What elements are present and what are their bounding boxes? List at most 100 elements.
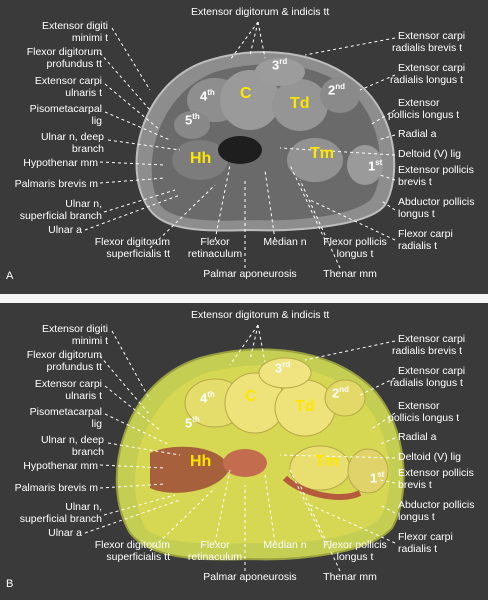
bone-a-hamate: Hh (190, 150, 212, 167)
label-b-flexor-ret-1: Flexor (200, 539, 230, 551)
label-a-fcr-1: Flexor carpi (398, 228, 453, 240)
label-b-epl-2: pollicis longus t (388, 412, 460, 424)
label-a-ulnar-deep-2: branch (71, 143, 104, 155)
label-b-ulnar-deep-1: Ulnar n, deep (40, 434, 104, 446)
ordinal-a-mc3: 3rd (272, 57, 288, 73)
mri-bone-trapezium (287, 138, 343, 182)
label-a-fds-1: Flexor digitorum (94, 236, 170, 248)
label-b-flexor-ret-2: retinaculum (187, 551, 243, 563)
label-a-ulnar-sup-2: superficial branch (19, 210, 102, 222)
ordinal-a-mc4: 4th (200, 88, 215, 104)
label-a-epl-2: pollicis longus t (388, 109, 460, 121)
bone-b-trapezoid: Td (295, 398, 315, 415)
label-b-ulnar-deep-2: branch (71, 446, 104, 458)
label-b-edm-1: Extensor digiti (42, 323, 108, 335)
label-b-fds-1: Flexor digitorum (94, 539, 170, 551)
anatomical-carpal-tunnel (223, 449, 267, 477)
panel-letter-b: B (6, 578, 14, 590)
label-a-apl-2: longus t (398, 208, 435, 220)
label-a-ecrl-1: Extensor carpi (398, 62, 466, 74)
label-a-fpl-2: longus t (336, 248, 374, 260)
label-a-fdp-2: profundus tt (46, 58, 102, 70)
bone-a-trapezium: Tm (310, 145, 334, 162)
label-b-ecrb-2: radialis brevis t (392, 345, 463, 357)
label-a-fdp-1: Flexor digitorum (26, 46, 102, 58)
ordinal-a-mc1: 1st (368, 158, 383, 174)
label-a-flexor-ret-1: Flexor (200, 236, 230, 248)
label-a-thenar: Thenar mm (323, 268, 377, 280)
panel-a-mri (0, 0, 488, 294)
label-a-ulnar-sup-1: Ulnar n, (65, 198, 102, 210)
label-b-median: Median n (263, 539, 307, 551)
label-b-apl-2: longus t (398, 511, 435, 523)
label-a-ecrb-2: radialis brevis t (392, 42, 463, 54)
label-b-ext-indicis: Extensor digitorum & indicis tt (191, 309, 330, 321)
label-b-ecrb-1: Extensor carpi (398, 333, 466, 345)
mri-bone-capitate (220, 70, 280, 130)
label-b-palmaris-brevis: Palmaris brevis m (14, 482, 98, 494)
label-b-ecu-1: Extensor carpi (34, 378, 102, 390)
bone-b-capitate: C (245, 388, 257, 405)
ordinal-b-mc2: 2nd (332, 385, 350, 401)
label-b-ulnar-sup-1: Ulnar n, (65, 501, 102, 513)
label-b-fdp-1: Flexor digitorum (26, 349, 102, 361)
label-a-ulnar-a: Ulnar a (48, 224, 82, 236)
ordinal-b-mc1: 1st (370, 470, 385, 486)
label-b-fpl-2: longus t (336, 551, 374, 563)
label-b-ecu-2: ulnaris t (65, 390, 102, 402)
bone-a-capitate: C (240, 85, 252, 102)
anatomical-bone-mc3 (258, 357, 312, 389)
label-a-fds-2: superficialis tt (106, 248, 170, 260)
label-a-median: Median n (263, 236, 307, 248)
label-b-epb-2: brevis t (398, 479, 432, 491)
mri-carpal-tunnel (218, 136, 262, 164)
bone-b-trapezium: Tm (315, 453, 339, 470)
mri-bone-mc5 (174, 111, 210, 139)
bone-a-trapezoid: Td (290, 95, 310, 112)
ordinal-b-mc4: 4th (200, 390, 215, 406)
anatomical-cross-section (115, 348, 405, 561)
label-a-ecu-2: ulnaris t (65, 87, 102, 99)
ordinal-a-mc2: 2nd (328, 82, 346, 98)
label-b-ecrl-1: Extensor carpi (398, 365, 466, 377)
label-b-deltoid: Deltoid (V) lig (398, 451, 462, 463)
label-b-thenar: Thenar mm (323, 571, 377, 583)
label-a-edm-2: minimi t (71, 32, 108, 44)
label-b-ulnar-a: Ulnar a (48, 527, 82, 539)
panel-divider (0, 294, 488, 303)
anatomical-hypothenar-muscle (150, 446, 230, 493)
label-b-fpl-1: Flexor pollicis (323, 539, 387, 551)
label-a-apl-1: Abductor pollicis (398, 196, 475, 208)
label-b-fcr-1: Flexor carpi (398, 531, 453, 543)
label-a-ecu-1: Extensor carpi (34, 75, 102, 87)
label-a-hypothenar: Hypothenar mm (23, 157, 98, 169)
label-b-fcr-2: radialis t (398, 543, 438, 555)
anatomical-bone-mc1 (347, 448, 389, 494)
label-a-fcr-2: radialis t (398, 240, 438, 252)
label-b-epb-1: Extensor pollicis (398, 467, 474, 479)
label-b-radial-a: Radial a (398, 431, 437, 443)
label-b-pisomet-2: lig (91, 418, 102, 430)
label-b-apl-1: Abductor pollicis (398, 499, 475, 511)
label-b-epl-1: Extensor (398, 400, 440, 412)
mri-cross-section (135, 51, 396, 232)
label-b-palmar-apo: Palmar aponeurosis (203, 571, 297, 583)
label-b-fds-2: superficialis tt (106, 551, 170, 563)
anatomical-bone-mc2 (324, 379, 366, 417)
label-b-pisomet-1: Pisometacarpal (29, 406, 102, 418)
label-b-hypothenar: Hypothenar mm (23, 460, 98, 472)
ordinal-b-mc3: 3rd (275, 360, 291, 376)
label-a-ulnar-deep-1: Ulnar n, deep (40, 131, 104, 143)
label-a-ecrl-2: radialis longus t (390, 74, 463, 86)
label-b-ulnar-sup-2: superficial branch (19, 513, 102, 525)
label-a-deltoid: Deltoid (V) lig (398, 148, 462, 160)
label-a-flexor-ret-2: retinaculum (187, 248, 243, 260)
mri-bone-hamate-hook (172, 140, 228, 180)
label-a-ecrb-1: Extensor carpi (398, 30, 466, 42)
ordinal-a-mc5: 5th (185, 112, 200, 128)
label-a-palmar-apo: Palmar aponeurosis (203, 268, 297, 280)
label-a-epb-1: Extensor pollicis (398, 164, 474, 176)
label-a-fpl-1: Flexor pollicis (323, 236, 387, 248)
